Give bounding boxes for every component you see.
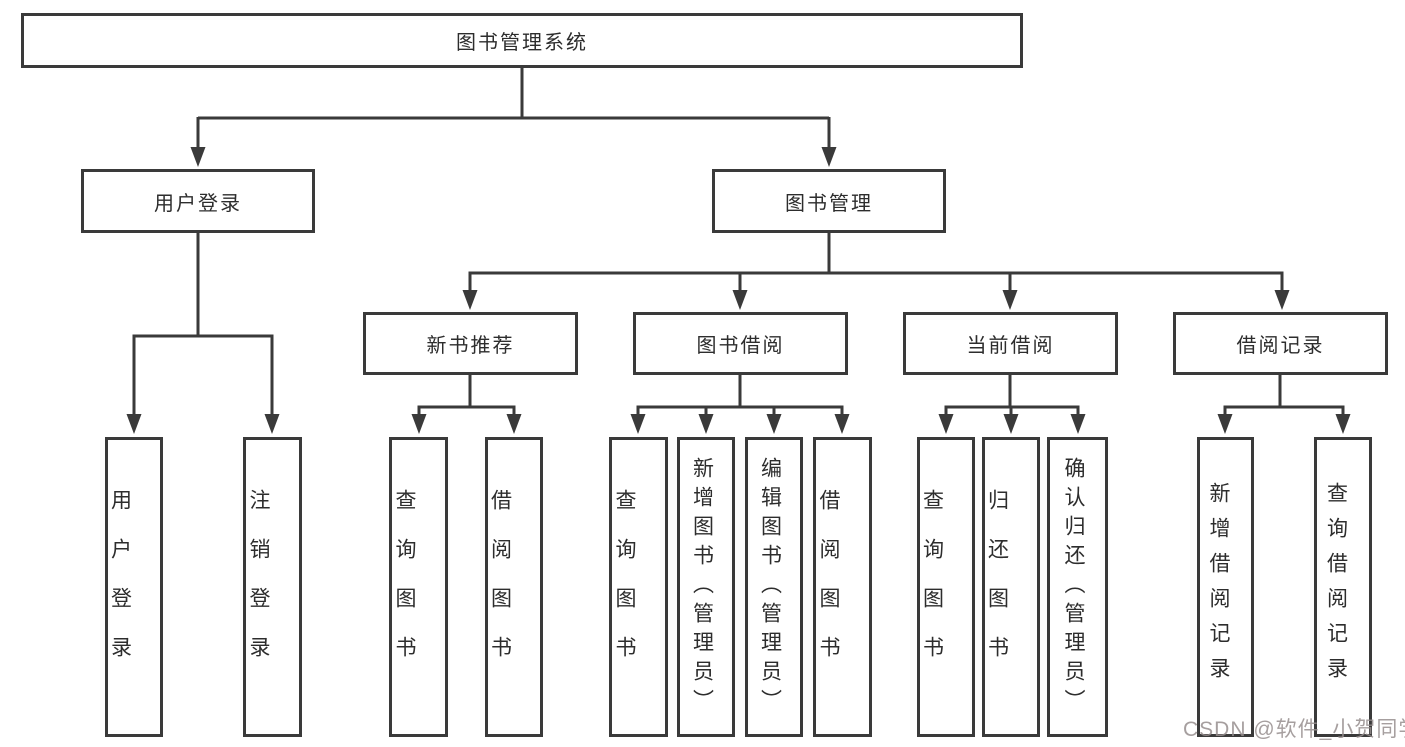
- node-label: 借阅图书: [488, 489, 512, 685]
- node-label: 查询图书: [613, 489, 636, 685]
- node-label: 注销登录: [247, 489, 270, 685]
- leaf-edit-books-admin: 编辑图书（管理员）: [745, 437, 803, 737]
- leaf-query-borrow-record: 查询借阅记录: [1314, 437, 1372, 737]
- node-label: 编辑图书（管理员）: [758, 456, 782, 718]
- leaf-newbook-borrow-books: 借阅图书: [485, 437, 543, 737]
- node-label: 查询借阅记录: [1324, 482, 1348, 692]
- node-label: 新书推荐: [426, 335, 515, 357]
- leaf-add-books-admin: 新增图书（管理员）: [677, 437, 735, 737]
- node-label: 图书管理: [785, 192, 873, 215]
- node-label: 新增借阅记录: [1207, 482, 1230, 692]
- node-current-borrowing: 当前借阅: [903, 312, 1118, 375]
- leaf-logout: 注销登录: [243, 437, 302, 737]
- node-label: 图书借阅: [696, 335, 785, 357]
- node-label: 借阅记录: [1236, 335, 1325, 357]
- node-new-book-recommend: 新书推荐: [363, 312, 578, 375]
- leaf-borrow-borrow-books: 借阅图书: [813, 437, 872, 737]
- csdn-watermark: CSDN @软件_小贺同学: [1183, 718, 1405, 741]
- node-label: 用户登录: [108, 489, 132, 685]
- leaf-borrow-query-books: 查询图书: [609, 437, 668, 737]
- node-label: 查询图书: [393, 489, 416, 685]
- leaf-confirm-return-admin: 确认归还（管理员）: [1047, 437, 1108, 737]
- node-label: 归还图书: [985, 489, 1009, 685]
- node-book-borrowing: 图书借阅: [633, 312, 848, 375]
- node-label: 查询图书: [920, 489, 944, 685]
- node-label: 确认归还（管理员）: [1062, 456, 1085, 718]
- node-book-management: 图书管理: [712, 169, 946, 233]
- node-label: 当前借阅: [966, 335, 1055, 357]
- leaf-return-books: 归还图书: [982, 437, 1040, 737]
- leaf-add-borrow-record: 新增借阅记录: [1197, 437, 1254, 737]
- arrowheads: [126, 147, 1351, 434]
- leaf-newbook-query-books: 查询图书: [389, 437, 448, 737]
- node-label: 用户登录: [154, 192, 242, 215]
- leaf-user-login: 用户登录: [105, 437, 163, 737]
- node-label: 借阅图书: [817, 489, 840, 685]
- node-label: 新增图书（管理员）: [690, 456, 714, 718]
- node-user-login: 用户登录: [81, 169, 315, 233]
- node-label: 图书管理系统: [456, 32, 588, 54]
- leaf-current-query-books: 查询图书: [917, 437, 975, 737]
- node-root-system: 图书管理系统: [21, 13, 1023, 68]
- node-borrowing-records: 借阅记录: [1173, 312, 1388, 375]
